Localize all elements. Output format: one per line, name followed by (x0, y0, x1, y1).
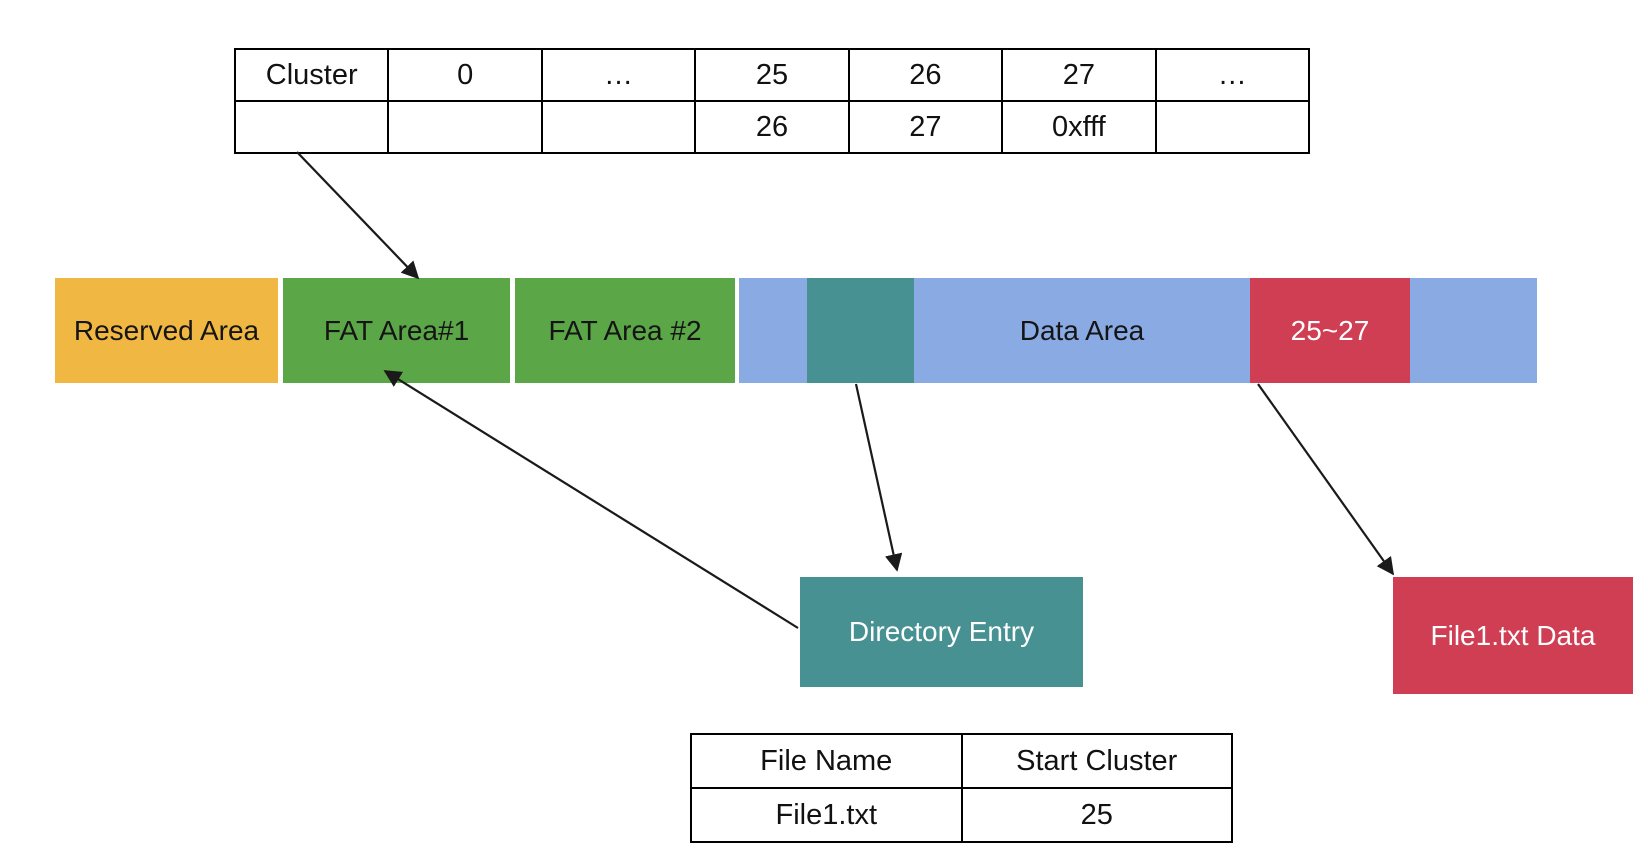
directory-entry-table-header-row: File Name Start Cluster (690, 733, 1233, 789)
fat-table-cell-empty (540, 100, 697, 154)
fat-table-cell-cluster-26: 26 (847, 48, 1004, 102)
file-name-value-cell: File1.txt (690, 787, 963, 843)
fat-table-cell-empty (387, 100, 543, 154)
fat-cluster-table: Cluster 0 … 25 26 27 … 26 27 0xfff (233, 48, 1311, 154)
start-cluster-value-cell: 25 (960, 787, 1233, 843)
fat-table-cell-empty (233, 100, 390, 154)
arrow-data-cluster-to-file1-data (1257, 383, 1395, 576)
reserved-area-label: Reserved Area (73, 315, 260, 346)
data-area-label-wrap: Data Area (914, 278, 1250, 383)
fat-table-row-clusters: Cluster 0 … 25 26 27 … (233, 48, 1311, 102)
directory-entry-table-data-row: File1.txt 25 (690, 787, 1233, 843)
fat-table-cell-cluster-25: 25 (694, 48, 850, 102)
directory-entry-box: Directory Entry (800, 577, 1083, 687)
arrow-fat-table-to-fat-area (296, 151, 420, 280)
file-name-header-cell: File Name (690, 733, 963, 789)
fat-table-cell-eoc-0xfff: 0xfff (1001, 100, 1157, 154)
fat-table-cell-ellipsis: … (540, 48, 697, 102)
directory-entry-table: File Name Start Cluster File1.txt 25 (690, 733, 1233, 843)
fat-table-cell-cluster-0: 0 (387, 48, 543, 102)
file1-data-label: File1.txt Data (1430, 619, 1596, 651)
fat-table-cell-empty (1154, 100, 1311, 154)
fat-table-cell-cluster-27: 27 (1001, 48, 1157, 102)
directory-entry-label: Directory Entry (848, 616, 1035, 647)
data-area-label: Data Area (1019, 315, 1145, 346)
file1-data-box: File1.txt Data (1393, 577, 1633, 694)
fat-area-1-segment: FAT Area#1 (283, 278, 510, 383)
fat-table-cell-ellipsis: … (1154, 48, 1311, 102)
arrow-directory-entry-to-fat-area (383, 370, 799, 629)
fat-table-cell-next-27: 27 (847, 100, 1004, 154)
fat-table-row-next-pointers: 26 27 0xfff (233, 100, 1311, 154)
fat-area-2-label: FAT Area #2 (548, 315, 702, 346)
fat-table-cell-cluster-header: Cluster (233, 48, 390, 102)
fat-area-1-label: FAT Area#1 (323, 315, 470, 346)
cluster-25-27-label: 25~27 (1290, 315, 1370, 346)
reserved-area-segment: Reserved Area (55, 278, 278, 383)
fat-area-2-segment: FAT Area #2 (515, 278, 735, 383)
cluster-25-27-segment: 25~27 (1250, 278, 1410, 383)
arrow-cluster-to-directory-entry (854, 383, 903, 572)
fat-table-cell-next-26: 26 (694, 100, 850, 154)
start-cluster-header-cell: Start Cluster (960, 733, 1233, 789)
directory-entry-cluster-segment (807, 278, 914, 383)
